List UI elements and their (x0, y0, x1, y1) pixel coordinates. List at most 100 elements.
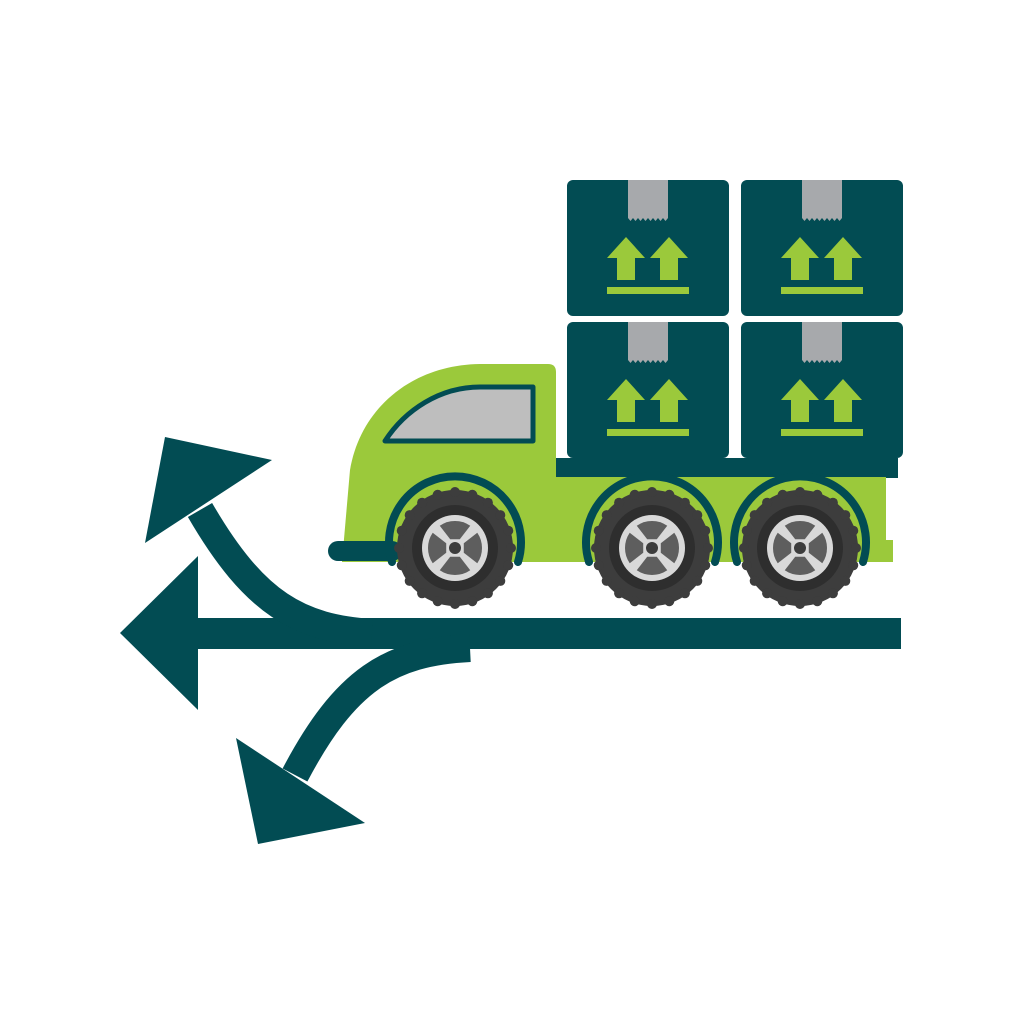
route-arrows-icon (120, 437, 901, 844)
box-body (567, 180, 729, 316)
tire-tread (812, 596, 823, 607)
arrow-down-branch (282, 634, 471, 782)
tire-tread (506, 543, 516, 553)
tire-tread (749, 575, 760, 586)
tire-tread (614, 497, 625, 508)
hub-center (449, 542, 461, 554)
tire-tread (848, 525, 859, 536)
tire-tread (741, 525, 752, 536)
package-box-icon (741, 322, 903, 458)
wheel-icon (385, 472, 525, 609)
tire-tread (827, 588, 838, 599)
package-box-icon (567, 180, 729, 316)
wheel-icon (582, 472, 722, 609)
tire-tread (851, 543, 861, 553)
truck-icon (328, 180, 903, 609)
arrow-up-head (145, 437, 272, 543)
tire-tread (467, 489, 478, 500)
hub-spoke (784, 521, 816, 540)
tire-tread (762, 497, 773, 508)
tire-tread (827, 497, 838, 508)
tire-tread (404, 510, 415, 521)
tire-tread (495, 510, 506, 521)
tire-tread (601, 510, 612, 521)
hub-spoke (439, 521, 471, 540)
hub-spoke (463, 532, 483, 564)
tire-tread (812, 489, 823, 500)
arrow-down-head (236, 738, 365, 844)
this-side-up-arrow-icon (781, 237, 819, 280)
tire-tread (503, 560, 514, 571)
tire-tread (417, 497, 428, 508)
tire-tread (432, 596, 443, 607)
tire-tread (482, 497, 493, 508)
tire-tread (593, 525, 604, 536)
tire-tread (432, 489, 443, 500)
tire-tread (795, 599, 805, 609)
box-tape (628, 180, 668, 221)
tire-tread (739, 543, 749, 553)
tire-tread (692, 510, 703, 521)
tire-tread (795, 487, 805, 497)
this-side-up-bar (607, 429, 689, 436)
tire-tread (777, 489, 788, 500)
tire-tread (629, 596, 640, 607)
tire-tread (700, 525, 711, 536)
hub-spoke (427, 532, 447, 564)
box-body (741, 180, 903, 316)
hub-spoke (439, 556, 471, 576)
hub-spoke (625, 532, 644, 564)
box-tape (802, 180, 842, 221)
tire-tread (482, 588, 493, 599)
tire-tread (450, 487, 460, 497)
tire-tread (647, 487, 657, 497)
package-box-icon (567, 322, 729, 458)
this-side-up-bar (781, 287, 863, 294)
tire-tread (700, 560, 711, 571)
hub-spoke (772, 532, 792, 564)
tire-tread (394, 543, 404, 553)
arrow-up-branch (187, 502, 374, 647)
hub-spoke (660, 532, 680, 564)
this-side-up-arrow-icon (650, 379, 688, 422)
box-body (567, 322, 729, 458)
tire-tread (664, 596, 675, 607)
tire-tread (840, 510, 851, 521)
tire-tread (840, 575, 851, 586)
fender (385, 472, 525, 566)
tire-tread (703, 543, 713, 553)
tire-tread (601, 575, 612, 586)
cab-window (382, 384, 536, 444)
box-tape (802, 322, 842, 363)
this-side-up-bar (781, 429, 863, 436)
this-side-up-arrow-icon (607, 237, 645, 280)
wheels (385, 472, 870, 609)
hub-center (646, 542, 658, 554)
truck-tail (880, 540, 893, 562)
tire-tread (593, 560, 604, 571)
tire-tread (614, 588, 625, 599)
tire-tread (396, 560, 407, 571)
tire-tread (749, 510, 760, 521)
this-side-up-arrow-icon (824, 237, 862, 280)
tire-tread (647, 599, 657, 609)
tire-tread (404, 575, 415, 586)
fender (582, 472, 722, 566)
arrow-left-head (120, 556, 198, 710)
hub-spoke (636, 521, 668, 540)
tire-tread (467, 596, 478, 607)
this-side-up-arrow-icon (607, 379, 645, 422)
this-side-up-bar (607, 287, 689, 294)
wheel-icon (730, 472, 870, 609)
cargo-boxes (567, 180, 903, 458)
this-side-up-arrow-icon (781, 379, 819, 422)
tire-tread (503, 525, 514, 536)
tire-tread (741, 560, 752, 571)
tire-tread (692, 575, 703, 586)
tire-tread (417, 588, 428, 599)
flatbed (554, 458, 898, 478)
hub-spoke (636, 556, 668, 576)
this-side-up-arrow-icon (824, 379, 862, 422)
tire-tread (679, 497, 690, 508)
